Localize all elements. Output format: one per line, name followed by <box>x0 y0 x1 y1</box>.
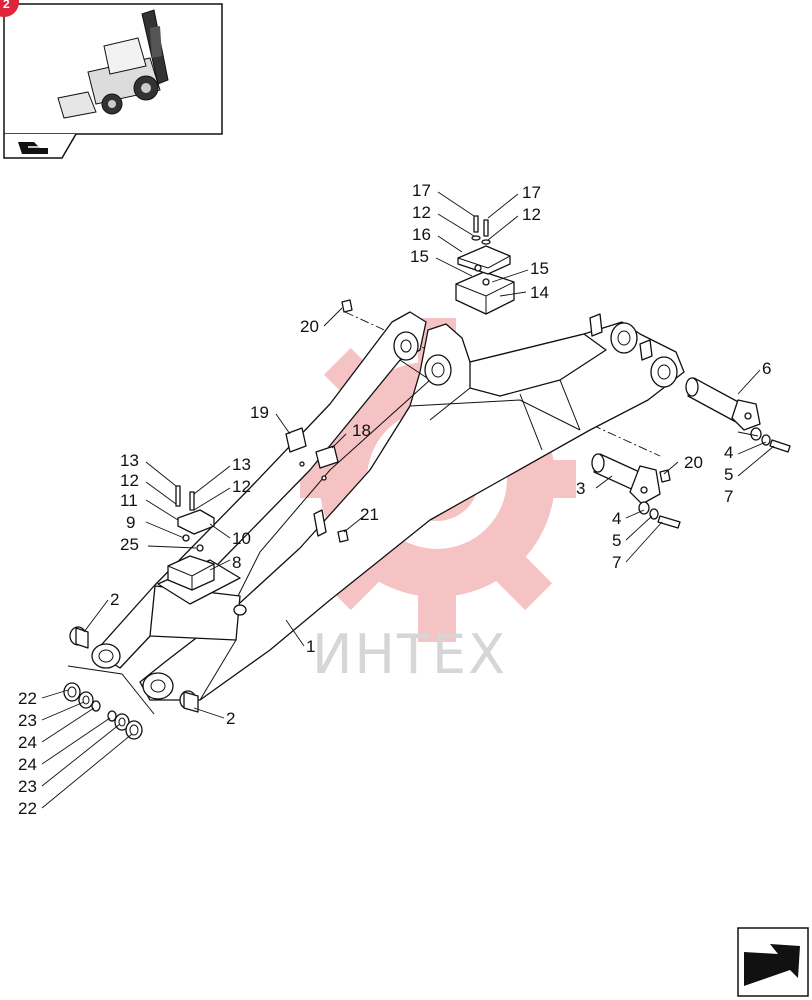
callout-18: 18 <box>352 421 371 440</box>
callout-10: 10 <box>232 529 251 548</box>
callout-12d: 12 <box>232 477 251 496</box>
callout-20a: 20 <box>300 317 319 336</box>
callout-12c: 12 <box>120 471 139 490</box>
callout-5b: 5 <box>612 531 621 550</box>
callout-21: 21 <box>360 505 379 524</box>
callout-2b: 2 <box>226 709 235 728</box>
callout-9: 9 <box>126 513 135 532</box>
grease-nipple-21 <box>337 529 349 543</box>
callout-12a: 12 <box>412 203 431 222</box>
watermark-text: ИНТЕХ <box>312 623 507 686</box>
callout-24a: 24 <box>18 733 37 752</box>
callout-19: 19 <box>250 403 269 422</box>
svg-text:2: 2 <box>3 0 10 11</box>
callout-4b: 4 <box>612 509 621 528</box>
callout-23b: 23 <box>18 777 37 796</box>
section-arrow-icon <box>18 142 48 154</box>
callout-1: 1 <box>306 637 315 656</box>
next-page-button[interactable] <box>737 927 809 997</box>
upper-clamp-assembly <box>455 215 515 315</box>
callout-17b: 17 <box>522 183 541 202</box>
leader-lines <box>41 191 775 809</box>
callout-11: 11 <box>120 491 138 510</box>
callout-14: 14 <box>530 283 549 302</box>
callout-13b: 13 <box>232 455 251 474</box>
thumbnail-frame <box>3 3 223 159</box>
callout-24b: 24 <box>18 755 37 774</box>
callout-3: 3 <box>576 479 585 498</box>
callout-15a: 15 <box>410 247 429 266</box>
callout-7a: 7 <box>724 487 733 506</box>
callout-12b: 12 <box>522 205 541 224</box>
callout-4a: 4 <box>724 443 733 462</box>
callout-22b: 22 <box>18 799 37 818</box>
callout-20b: 20 <box>684 453 703 472</box>
callout-13a: 13 <box>120 451 139 470</box>
callout-2a: 2 <box>110 590 119 609</box>
next-page-arrow-icon <box>744 944 800 986</box>
callout-7b: 7 <box>612 553 621 572</box>
grease-nipple-20-lower <box>659 469 671 483</box>
callout-15b: 15 <box>530 259 549 278</box>
callout-16: 16 <box>412 225 431 244</box>
plate-19 <box>285 427 307 453</box>
plate-18 <box>315 445 339 469</box>
page-badge: 2 <box>0 0 19 17</box>
callout-17a: 17 <box>412 181 431 200</box>
pivot-pin-3 <box>591 453 681 529</box>
front-clamp-assembly <box>167 485 215 591</box>
callout-labels: 17 17 12 12 16 15 15 14 20 6 19 18 13 13… <box>18 181 771 818</box>
pivot-pin-6 <box>685 377 791 453</box>
callout-5a: 5 <box>724 465 733 484</box>
backhoe-loader-thumbnail <box>57 9 169 119</box>
callout-25: 25 <box>120 535 139 554</box>
washer-stack <box>63 665 155 740</box>
callout-6: 6 <box>762 359 771 378</box>
callout-8: 8 <box>232 553 241 572</box>
grease-nipple-20-top <box>341 299 353 313</box>
callout-23a: 23 <box>18 711 37 730</box>
callout-22a: 22 <box>18 689 37 708</box>
